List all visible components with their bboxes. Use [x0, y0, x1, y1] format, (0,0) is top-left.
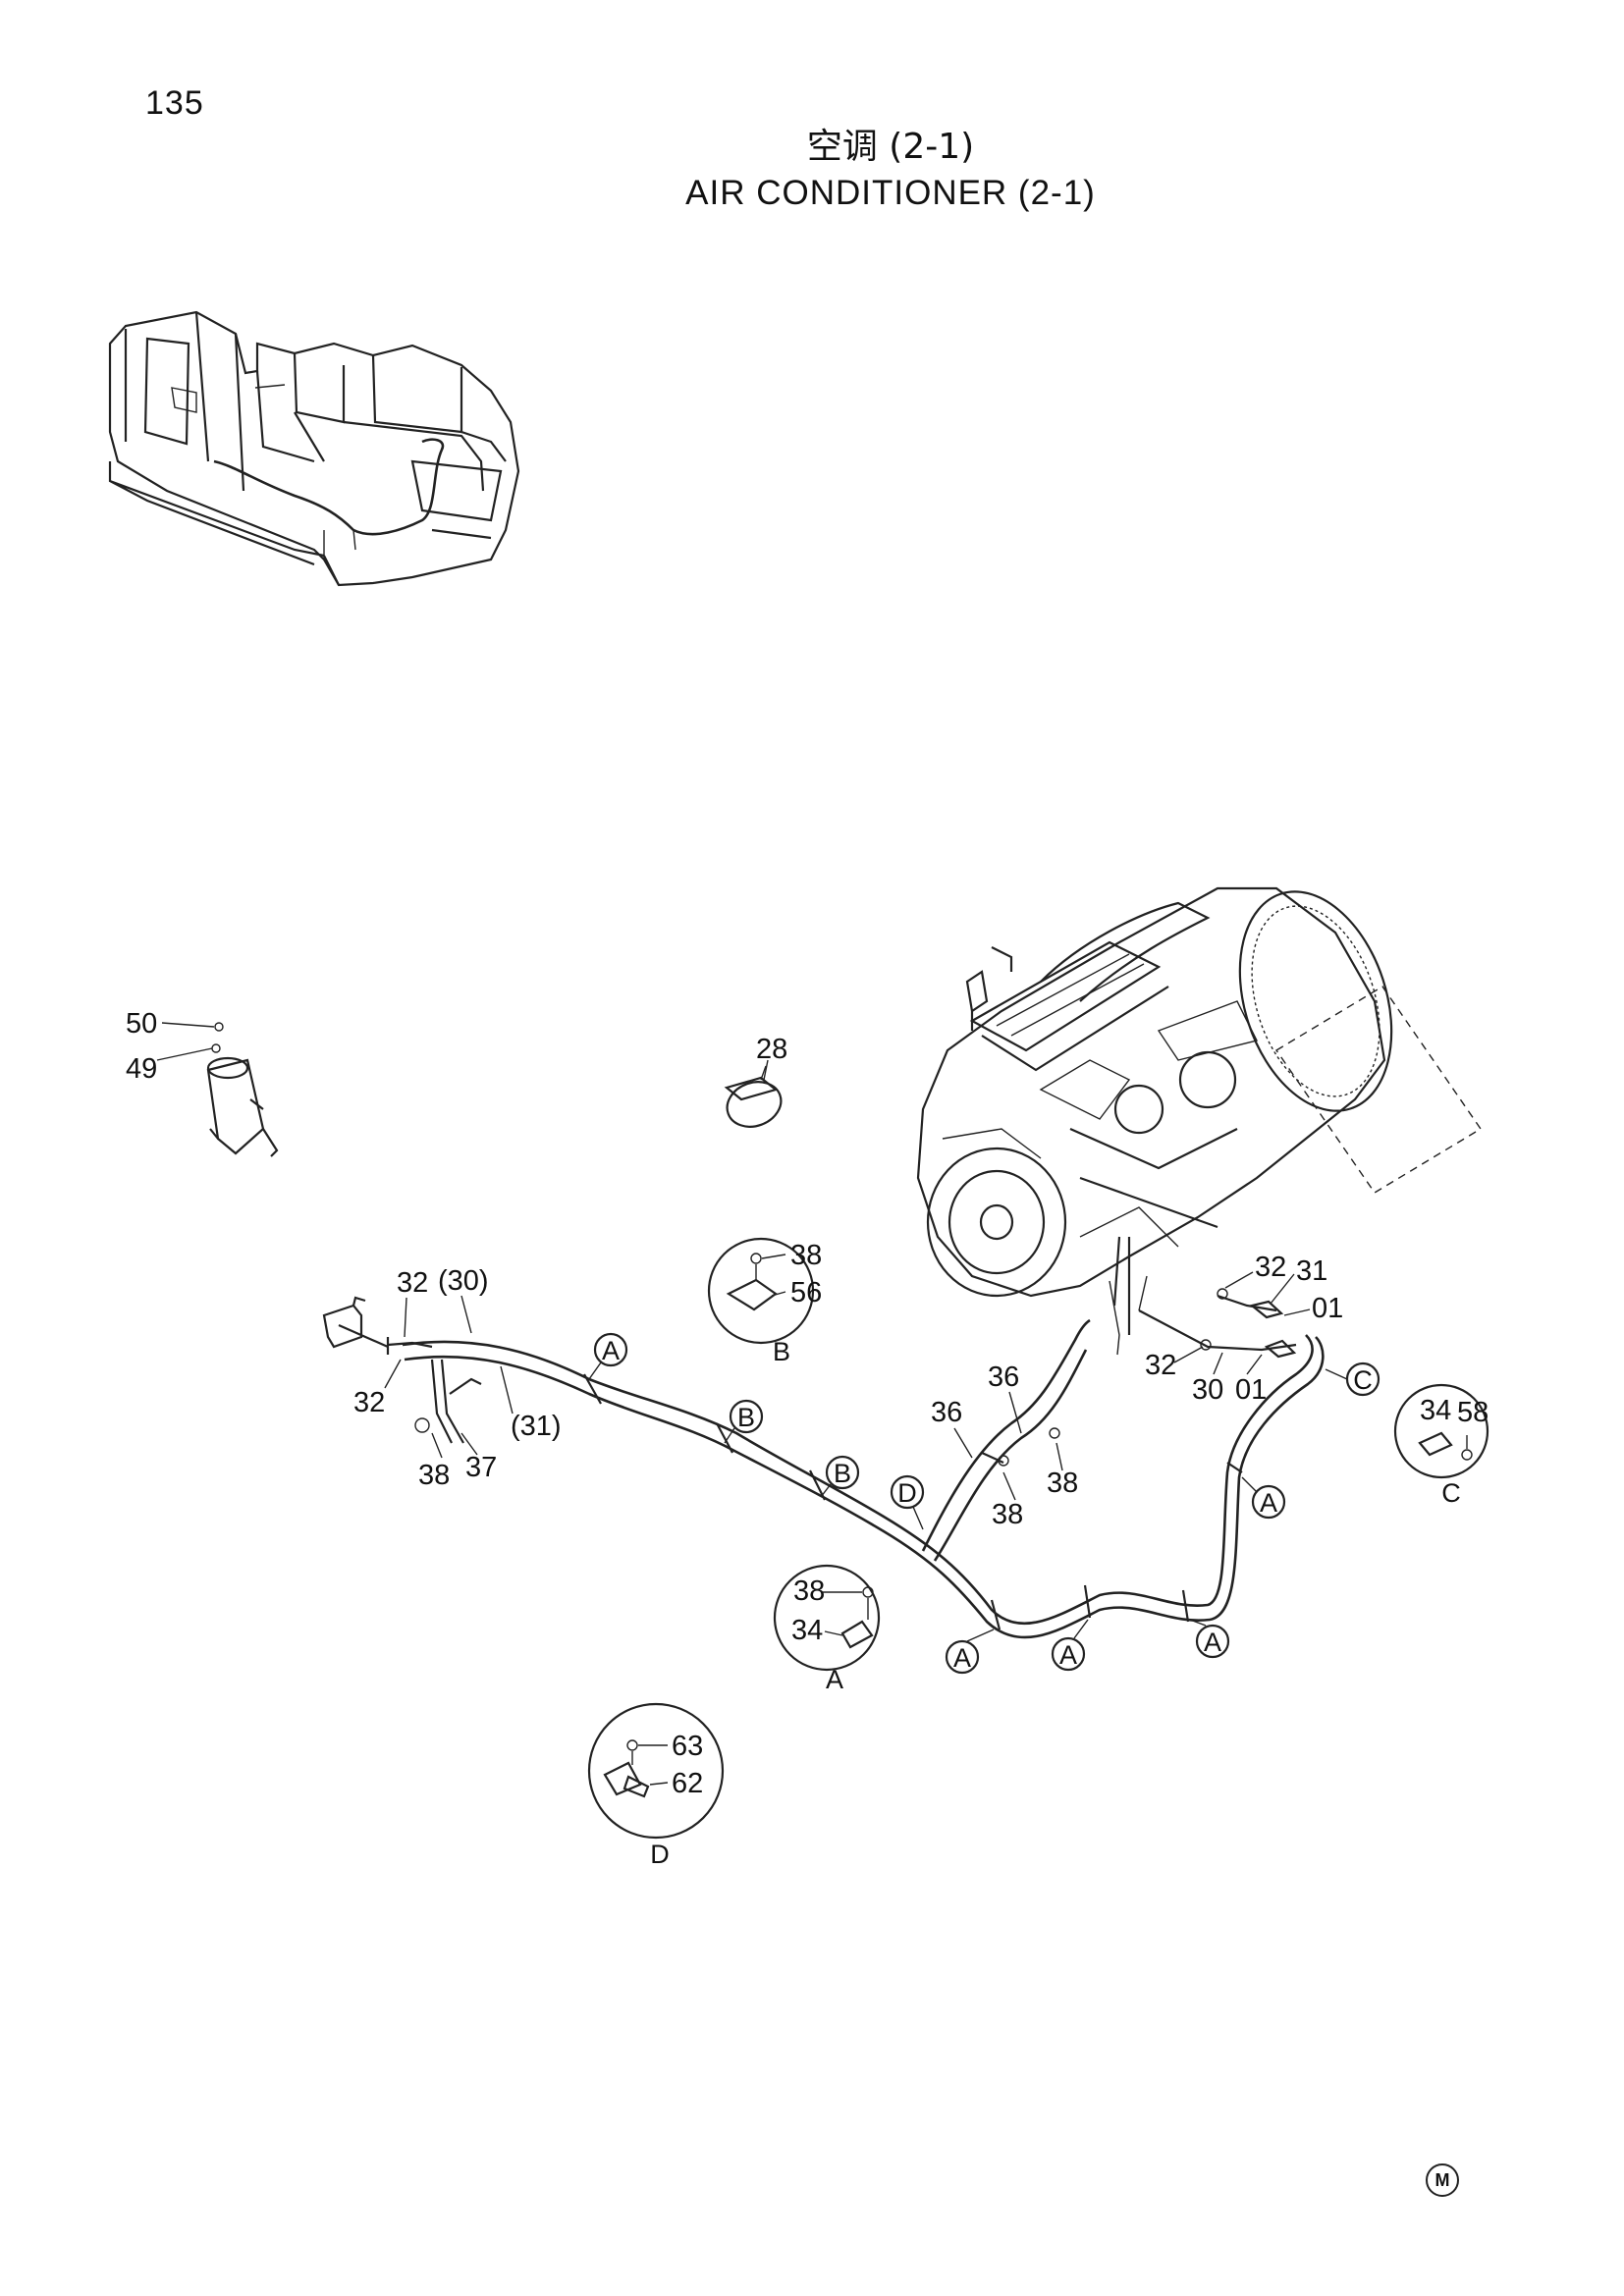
- svg-text:34: 34: [1420, 1395, 1451, 1426]
- svg-text:A: A: [602, 1336, 620, 1365]
- detail-callout-c: 34 58 C: [1393, 1383, 1489, 1508]
- svg-text:B: B: [834, 1459, 851, 1488]
- receiver-drier-illustration: [156, 1022, 279, 1157]
- clamp-marker: A: [945, 1629, 995, 1675]
- part-label: 38: [418, 1460, 450, 1491]
- part-label: (31): [511, 1411, 562, 1442]
- part-label: 01: [1312, 1293, 1343, 1324]
- part-label: 32: [397, 1267, 428, 1299]
- part-label: 28: [756, 1034, 787, 1065]
- clamp-marker: C: [1325, 1362, 1380, 1397]
- svg-text:38: 38: [790, 1240, 822, 1271]
- svg-text:A: A: [1059, 1640, 1077, 1670]
- svg-text:B: B: [737, 1403, 755, 1432]
- svg-text:38: 38: [793, 1575, 825, 1607]
- pipe-bracket-illustration: [322, 1296, 482, 1444]
- clamp-markers: A B B D C A A: [588, 1332, 1380, 1675]
- part-label: 38: [992, 1499, 1023, 1530]
- part-label: (30): [438, 1265, 489, 1297]
- svg-text:62: 62: [672, 1768, 703, 1799]
- svg-text:C: C: [1441, 1478, 1461, 1508]
- clamp-marker: A: [588, 1332, 628, 1380]
- svg-text:58: 58: [1457, 1397, 1489, 1428]
- svg-text:A: A: [1260, 1488, 1277, 1518]
- part-label: 32: [353, 1387, 385, 1418]
- part-label: 37: [465, 1452, 497, 1483]
- title-block: 空调 (2-1) AIR CONDITIONER (2-1): [0, 126, 1624, 218]
- detail-callout-a: 38 34 A: [773, 1564, 881, 1694]
- machine-overview-illustration: [108, 310, 520, 587]
- svg-text:D: D: [897, 1478, 917, 1508]
- part-label: 01: [1235, 1374, 1267, 1406]
- engine-illustration: [916, 886, 1482, 1356]
- part-label: 32: [1145, 1350, 1176, 1381]
- svg-text:63: 63: [672, 1731, 703, 1762]
- clamp-marker: A: [1051, 1619, 1089, 1672]
- clamp-marker: B: [820, 1455, 860, 1498]
- part-label: 30: [1192, 1374, 1223, 1406]
- svg-text:B: B: [773, 1337, 790, 1366]
- part-label: 31: [1296, 1255, 1327, 1287]
- part-label: 50: [126, 1008, 157, 1040]
- part-label: 36: [931, 1397, 962, 1428]
- svg-text:A: A: [953, 1643, 971, 1673]
- svg-text:34: 34: [791, 1615, 823, 1646]
- refrigerant-hose-runs: [402, 1275, 1325, 1639]
- svg-text:56: 56: [790, 1277, 822, 1308]
- detail-callout-d: 63 62 D: [587, 1702, 725, 1869]
- part-label: 38: [1047, 1468, 1078, 1499]
- clamp-marker: A: [1189, 1619, 1230, 1659]
- svg-text:C: C: [1353, 1365, 1373, 1395]
- svg-text:D: D: [650, 1840, 670, 1869]
- clamp-marker: D: [890, 1474, 925, 1530]
- clamp-marker: A: [1241, 1476, 1286, 1520]
- part-label: 49: [126, 1053, 157, 1085]
- clamp-band-illustration: [724, 1059, 783, 1128]
- page-number: 135: [145, 84, 204, 122]
- part-label: 32: [1255, 1252, 1286, 1283]
- part-number-labels: 50 49 28 32 (30) 32 (31) 38 37 36 36 38 …: [126, 1008, 1343, 1530]
- title-english: AIR CONDITIONER (2-1): [685, 174, 1096, 212]
- part-label: 36: [988, 1362, 1019, 1393]
- svg-text:A: A: [1204, 1628, 1221, 1657]
- manufacturer-mark: M: [1426, 2163, 1459, 2197]
- title-chinese: 空调 (2-1): [806, 127, 975, 167]
- clamp-marker: B: [724, 1399, 764, 1444]
- detail-callout-b: 38 56 B: [707, 1237, 822, 1366]
- svg-text:A: A: [826, 1665, 843, 1694]
